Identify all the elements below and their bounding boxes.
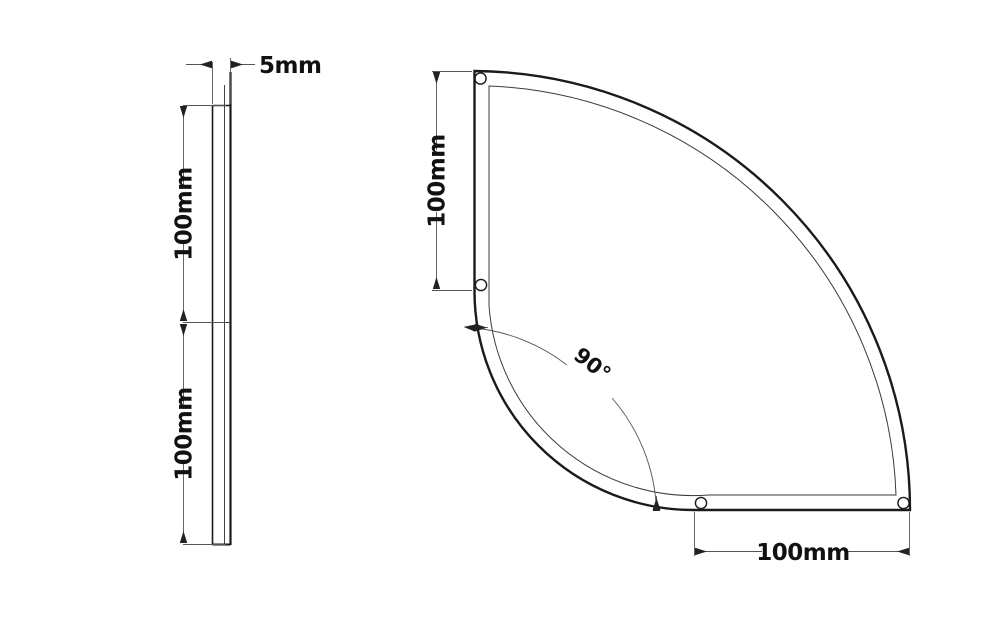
- mounting-hole-top-left: [474, 72, 487, 85]
- dim-label-side-upper: 100mm: [172, 167, 198, 260]
- dim-label-front-horizontal: 100mm: [756, 540, 849, 566]
- dimension-front-vertical-100mm: 100mm: [425, 71, 472, 291]
- dim-label-side-lower: 100mm: [172, 387, 198, 480]
- mounting-hole-bottom-left: [694, 496, 708, 510]
- dimension-front-horizontal-100mm: 100mm: [694, 512, 910, 566]
- angle-arc-lower-segment: [611, 397, 661, 512]
- dim-label-front-vertical: 100mm: [425, 134, 451, 227]
- front-view-group: 100mm 100mm 90°: [425, 69, 912, 566]
- dimension-side-upper-100mm: 100mm: [172, 105, 226, 323]
- dimension-side-lower-100mm: 100mm: [172, 322, 226, 545]
- dim-label-thickness: 5mm: [259, 53, 321, 79]
- arc-plate-inner-offset-outline: [488, 85, 897, 497]
- side-view-group: 5mm 100mm 100mm: [172, 53, 322, 546]
- arc-plate-outline: [473, 69, 912, 512]
- dimension-thickness-5mm: 5mm: [186, 53, 322, 104]
- mounting-hole-inner-left: [474, 278, 488, 292]
- mounting-hole-bottom-right: [897, 496, 910, 510]
